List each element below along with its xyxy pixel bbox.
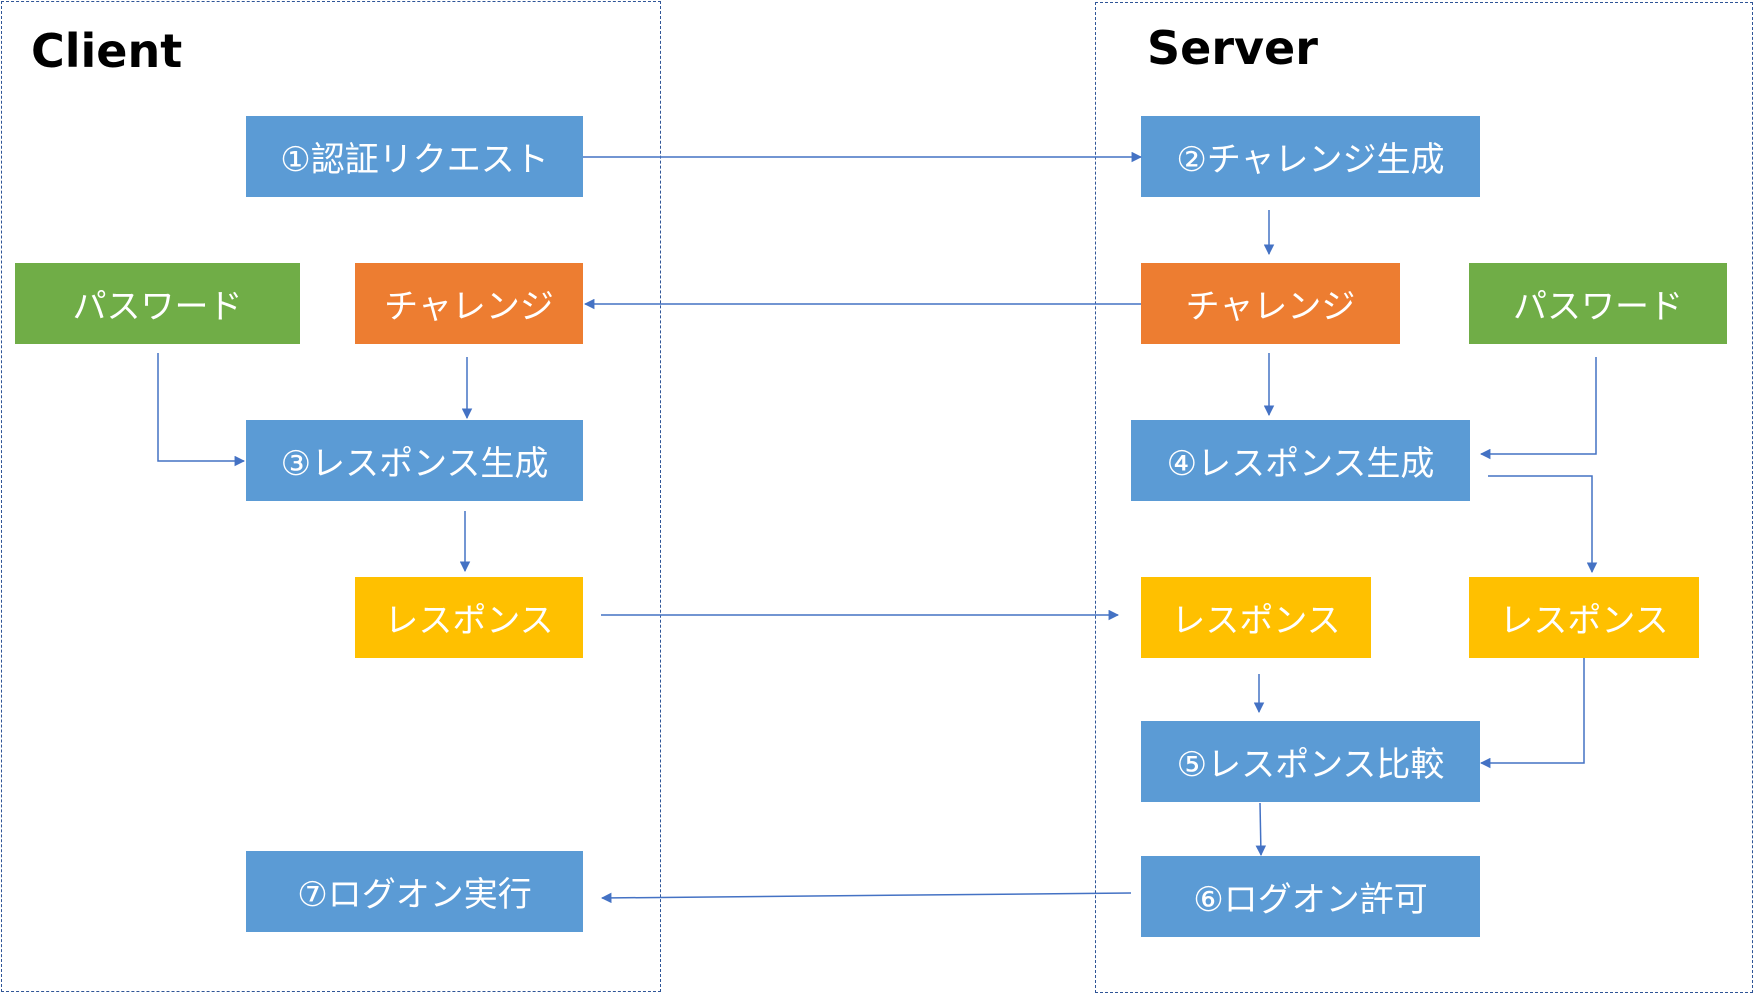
- server-challenge-generation-box: ②チャレンジ生成: [1141, 116, 1480, 197]
- server-logon-permit-box: ⑥ログオン許可: [1141, 856, 1480, 937]
- client-auth-request-box: ①認証リクエスト: [246, 116, 583, 197]
- server-region: [1095, 2, 1753, 993]
- server-response-compare-box: ⑤レスポンス比較: [1141, 721, 1480, 802]
- arrow-logon-permit-to-logon-exec: [600, 892, 1132, 904]
- client-logon-execute-box: ⑦ログオン実行: [246, 851, 583, 932]
- client-region: [1, 1, 661, 992]
- client-response-box: レスポンス: [355, 577, 583, 658]
- client-response-generation-box: ③レスポンス生成: [246, 420, 583, 501]
- client-password-box: パスワード: [15, 263, 300, 344]
- server-password-box: パスワード: [1469, 263, 1727, 344]
- client-challenge-box: チャレンジ: [355, 263, 583, 344]
- server-received-response-box: レスポンス: [1141, 577, 1371, 658]
- server-computed-response-box: レスポンス: [1469, 577, 1699, 658]
- server-response-generation-box: ④レスポンス生成: [1131, 420, 1470, 501]
- server-title: Server: [1147, 21, 1318, 75]
- client-title: Client: [31, 24, 183, 78]
- server-challenge-box: チャレンジ: [1141, 263, 1400, 344]
